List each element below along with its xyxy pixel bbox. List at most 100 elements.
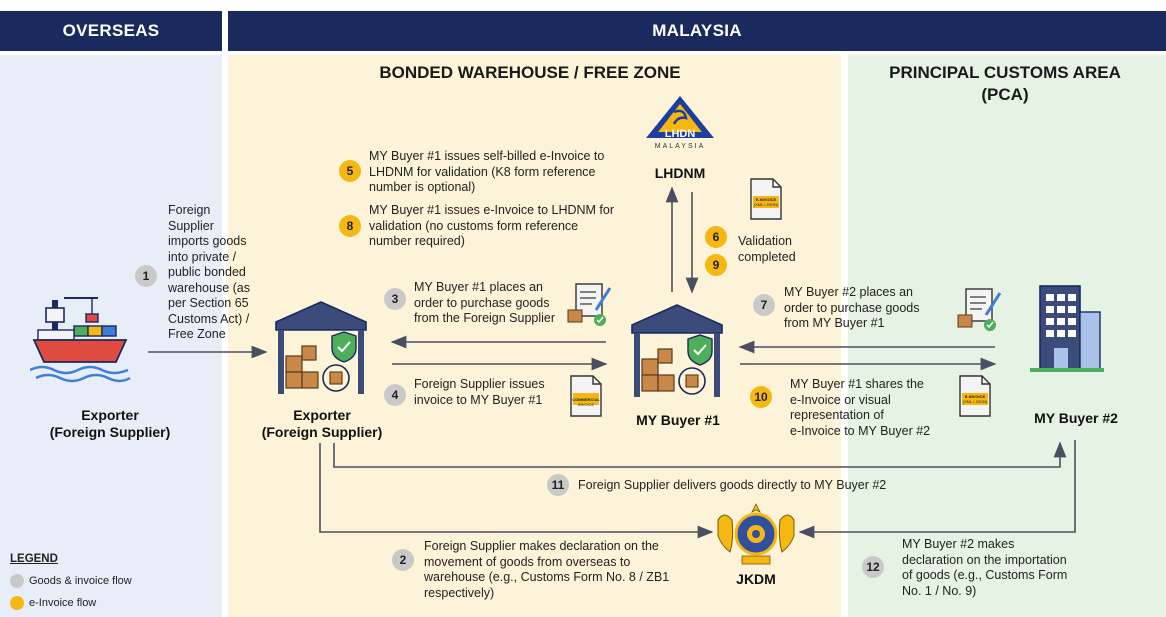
cargo-ship-icon [30, 297, 131, 383]
buyer2-label: MY Buyer #2 [1034, 410, 1118, 426]
einvoice-doc-sublabel-2: (XML / JSON) [962, 399, 988, 404]
step-8-line: validation (no customs form reference [369, 218, 579, 233]
step-6-text: Validation [738, 234, 792, 248]
step-1-text: Foreign Supplier imports goods into priv… [168, 203, 268, 343]
step-badge-5: 5 [339, 160, 361, 182]
lhdn-logo-subtext: MALAYSIA [654, 143, 706, 150]
step-1-line: warehouse (as [168, 280, 250, 295]
jkdm-emblem [717, 503, 795, 565]
step-12-line: of goods (e.g., Customs Form [902, 568, 1068, 582]
step-4-line: invoice to MY Buyer #1 [414, 392, 543, 407]
step-10-line: e-Invoice to MY Buyer #2 [790, 423, 931, 438]
step-8-line: MY Buyer #1 issues e-Invoice to LHDNM fo… [369, 203, 615, 217]
warehouse-icon [275, 301, 367, 394]
exporter-bonded-name: Exporter [293, 407, 351, 423]
lhdnm-label: LHDNM [654, 165, 706, 181]
step-badge-9: 9 [705, 254, 727, 276]
step-10-line: e-Invoice or visual [790, 392, 891, 407]
exporter-overseas-role: (Foreign Supplier) [49, 424, 171, 440]
step-3-text: MY Buyer #1 places an order to purchase … [414, 280, 574, 327]
step-12-line: MY Buyer #2 makes [902, 537, 1015, 551]
step-5-line: number is optional) [369, 180, 476, 194]
step-1-line: into private / [168, 249, 237, 264]
einvoice-doc-sublabel: (XML / JSON) [753, 202, 779, 207]
step-badge-12: 12 [862, 556, 884, 578]
step-11-text: Foreign Supplier delivers goods directly… [578, 478, 887, 492]
legend-item-einvoice: e-Invoice flow [10, 596, 96, 610]
legend-title: LEGEND [10, 553, 58, 565]
step-badge-11: 11 [547, 474, 569, 496]
exporter-overseas-label: Exporter (Foreign Supplier) [20, 407, 200, 441]
step-5-text: MY Buyer #1 issues self-billed e-Invoice… [369, 149, 659, 196]
step-3-line: MY Buyer #1 places an [414, 280, 544, 294]
buyer1-label: MY Buyer #1 [636, 412, 720, 428]
jkdm-label: JKDM [736, 571, 776, 587]
legend-goods-dot [10, 574, 24, 588]
exporter-overseas-name: Exporter [81, 407, 139, 423]
pca-zone [848, 55, 1166, 617]
step-badge-1: 1 [135, 265, 157, 287]
step-badge-3: 3 [384, 288, 406, 310]
lhdn-logo-text: LHDN [664, 128, 696, 140]
step-12-text: MY Buyer #2 makes declaration on the imp… [902, 537, 1102, 599]
step-4-line: Foreign Supplier issues [414, 377, 545, 391]
step-1-line: Supplier [168, 218, 214, 233]
pca-title-line1: PRINCIPAL CUSTOMS AREA [889, 63, 1121, 82]
step-badge-2: 2 [392, 549, 414, 571]
step-3-line: order to purchase goods [414, 295, 550, 310]
step-1-line: Foreign [168, 203, 211, 217]
step-5-line: LHDNM for validation (K8 form reference [369, 164, 596, 179]
step-12-line: No. 1 / No. 9) [902, 583, 977, 598]
step-3-line: from the Foreign Supplier [414, 311, 556, 325]
step-8-line: number required) [369, 234, 465, 248]
arrow-step-11 [333, 441, 1067, 468]
bonded-zone-title: BONDED WAREHOUSE / FREE ZONE [379, 63, 681, 82]
commercial-invoice-icon [570, 375, 602, 417]
step-badge-10: 10 [750, 386, 772, 408]
einvoice-doc-label: E-INVOICE [755, 197, 777, 202]
arrow-step-12 [798, 440, 1076, 539]
legend-einvoice-label: e-Invoice flow [29, 597, 97, 609]
einvoice-document-icon [750, 178, 782, 220]
step-1-line: per Section 65 [168, 296, 249, 310]
step-badge-8: 8 [339, 215, 361, 237]
step-1-line: Free Zone [168, 327, 226, 341]
commercial-doc-label: COMMERCIAL [572, 397, 600, 402]
step-9-text: completed [738, 250, 796, 264]
step-badge-4: 4 [384, 384, 406, 406]
exporter-bonded-label: Exporter (Foreign Supplier) [232, 407, 412, 441]
einvoice-document-icon [959, 375, 991, 417]
purchase-order-icon [957, 288, 1002, 331]
legend-item-goods: Goods & invoice flow [10, 574, 132, 588]
step-7-line: MY Buyer #2 places an [784, 285, 914, 299]
step-10-line: MY Buyer #1 shares the [790, 377, 924, 391]
warehouse-icon [631, 304, 723, 397]
arrow-step-2 [319, 443, 714, 539]
purchase-order-icon [567, 283, 612, 326]
pca-title-line2: (PCA) [981, 85, 1029, 104]
step-1-line: Customs Act) / [168, 311, 250, 326]
step-badge-7: 7 [753, 294, 775, 316]
malaysia-header: MALAYSIA [228, 11, 1166, 51]
step-badge-6: 6 [705, 226, 727, 248]
step-7-line: order to purchase goods [784, 300, 920, 315]
step-2-line: warehouse (e.g., Customs Form No. 8 / ZB… [424, 570, 670, 584]
overseas-header: OVERSEAS [0, 11, 222, 51]
legend-einvoice-dot [10, 596, 24, 610]
step-4-text: Foreign Supplier issues invoice to MY Bu… [414, 377, 574, 408]
step-5-line: MY Buyer #1 issues self-billed e-Invoice… [369, 149, 605, 163]
step-2-text: Foreign Supplier makes declaration on th… [424, 539, 714, 601]
step-2-line: movement of goods from overseas to [424, 554, 631, 569]
step-7-text: MY Buyer #2 places an order to purchase … [784, 285, 944, 332]
step-7-line: from MY Buyer #1 [784, 316, 885, 330]
step-12-line: declaration on the importation [902, 552, 1067, 567]
step-8-text: MY Buyer #1 issues e-Invoice to LHDNM fo… [369, 203, 659, 250]
step-1-line: imports goods [168, 234, 247, 248]
step-10-text: MY Buyer #1 shares the e-Invoice or visu… [790, 377, 960, 439]
commercial-doc-sublabel: INVOICE [577, 402, 595, 407]
step-2-line: respectively) [424, 585, 495, 600]
step-1-line: public bonded [168, 265, 246, 279]
lhdn-logo [646, 96, 714, 138]
step-2-line: Foreign Supplier makes declaration on th… [424, 539, 659, 553]
